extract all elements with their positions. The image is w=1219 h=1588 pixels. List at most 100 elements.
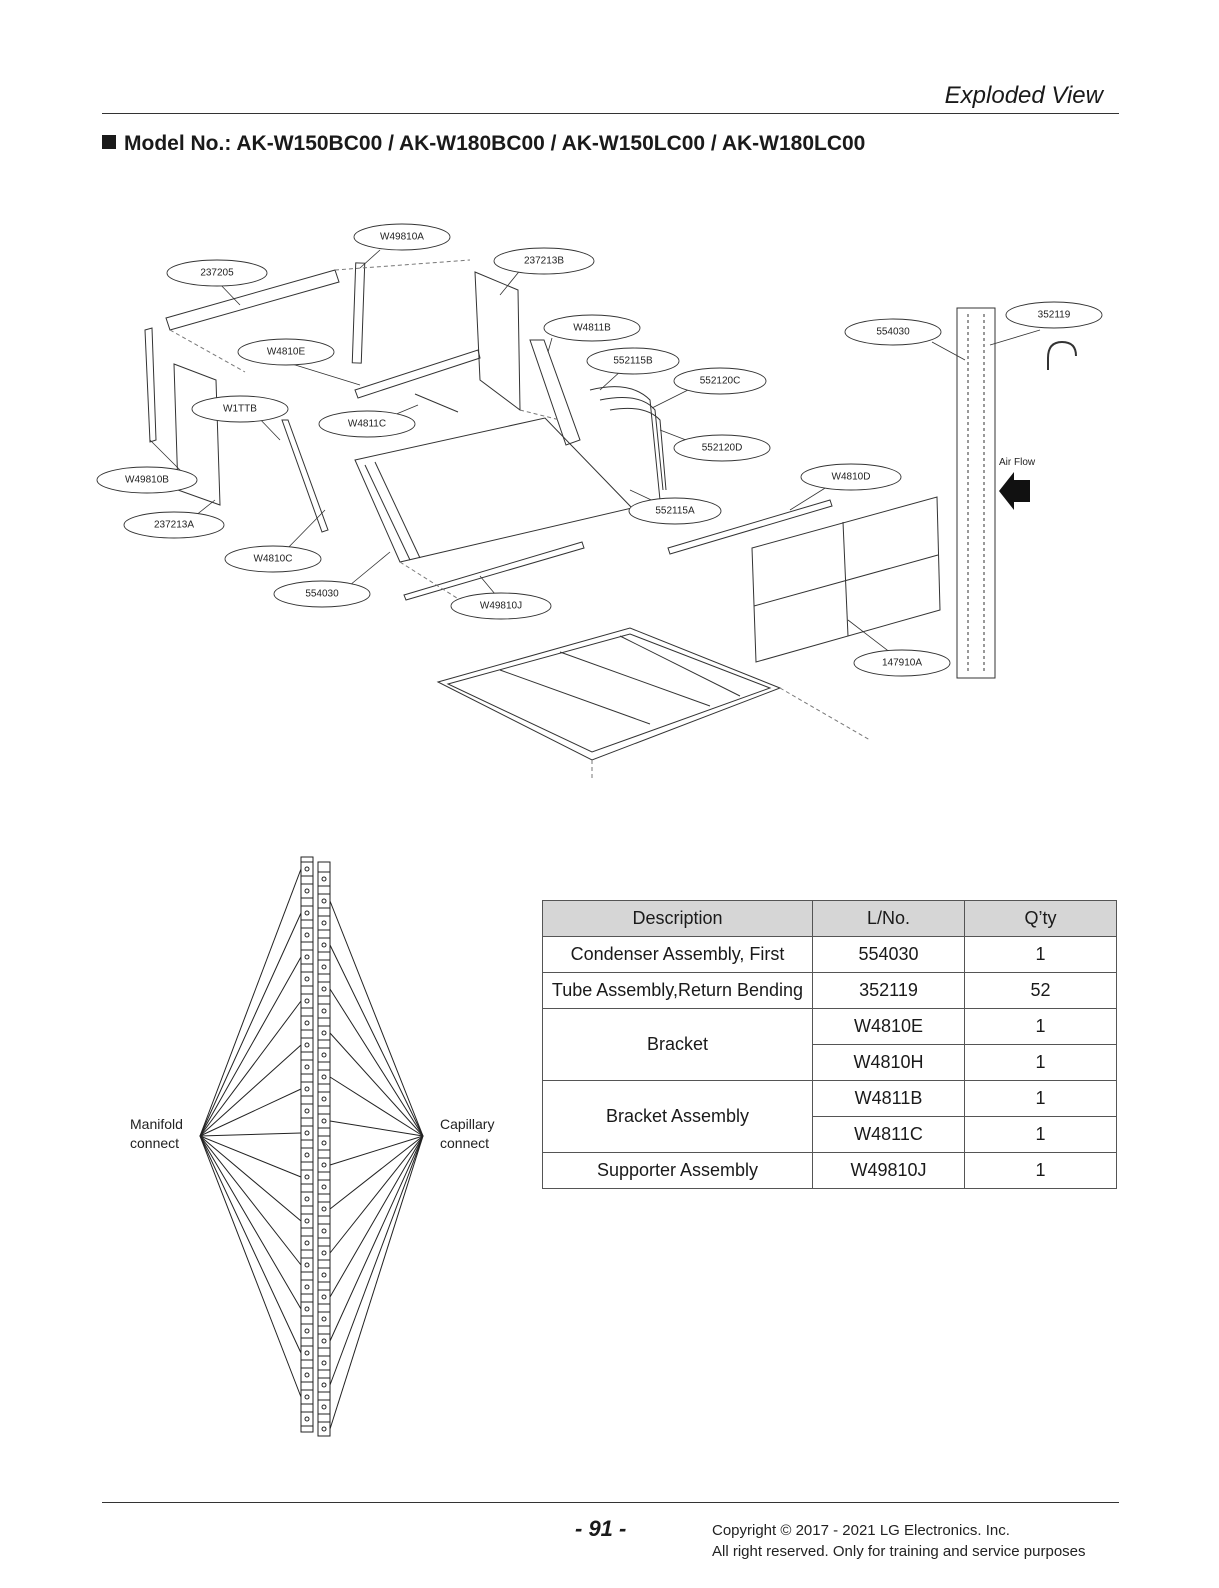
side-panel-237213a [173, 363, 221, 506]
callout-label: W4810C [254, 554, 293, 565]
callout-bubble [450, 592, 552, 620]
supporter-w49810j [403, 541, 585, 601]
model-numbers: Model No.: AK-W150BC00 / AK-W180BC00 / A… [124, 132, 866, 155]
callout-bubble [800, 463, 902, 491]
callout-bubble [844, 318, 942, 346]
section-title: Exploded View [944, 82, 1103, 109]
manifold-connect-label: Manifold connect [130, 1116, 183, 1151]
side-panel-237213b [474, 271, 521, 412]
callout-bubble [191, 395, 289, 423]
table-cell: Tube Assembly,Return Bending [542, 972, 813, 1009]
post-w49810b [144, 327, 157, 443]
copyright-line: Copyright © 2017 - 2021 LG Electronics. … [712, 1522, 1010, 1539]
callout-label: 237213A [154, 520, 194, 531]
callout-label: 554030 [305, 589, 339, 600]
callout-label: W49810J [480, 601, 522, 612]
callout-bubble [96, 466, 198, 494]
table-cell: 52 [964, 972, 1117, 1009]
return-bend-352119 [1047, 340, 1077, 370]
page-number: - 91 - [575, 1516, 627, 1541]
callout-label: 554030 [876, 327, 910, 338]
tube-assembly [589, 386, 667, 501]
callout-label: 552115A [655, 506, 695, 517]
callout-label: W49810A [380, 232, 424, 243]
table-cell: W4811B [812, 1080, 965, 1117]
exploded-view-diagram: Air Flow [96, 223, 1103, 780]
callout-label: 552115B [613, 356, 653, 367]
callout-label: W49810B [125, 475, 169, 486]
callout-label: 237213B [524, 256, 564, 267]
callout-bubble [673, 367, 767, 395]
callout-bubble [673, 434, 771, 462]
callout-label: 552120D [702, 443, 743, 454]
table-cell: 1 [964, 1152, 1117, 1189]
callout-label: W4811C [348, 419, 386, 430]
table-cell: 1 [964, 1080, 1117, 1117]
column-header: L/No. [812, 900, 965, 937]
bracket-w4811b [529, 339, 581, 446]
table-cell: W4810H [812, 1044, 965, 1081]
post-w49810a [351, 262, 366, 364]
callout-bubble [628, 497, 722, 525]
air-flow-arrow-icon [999, 472, 1030, 510]
table-cell: W4811C [812, 1116, 965, 1153]
callout-label: W1TTB [223, 404, 257, 415]
base-pan [436, 627, 782, 761]
table-cell: Supporter Assembly [542, 1152, 813, 1189]
square-bullet-icon [102, 135, 116, 149]
copyright: Copyright © 2017 - 2021 LG Electronics. … [712, 1520, 1086, 1562]
callout-bubble [166, 259, 268, 287]
callout-bubble [273, 580, 371, 608]
bracket-w4810d [667, 499, 833, 555]
callout-bubble [353, 223, 451, 251]
table-cell: 1 [964, 1116, 1117, 1153]
callout-bubble [543, 314, 641, 342]
callout-bubble [1005, 301, 1103, 329]
table-row: W4811C 1 [543, 1116, 1117, 1153]
condenser-coil-554030 [354, 417, 633, 563]
copyright-line: All right reserved. Only for training an… [712, 1543, 1086, 1560]
bracket-w4810e [354, 349, 481, 399]
column-header: Q’ty [964, 900, 1117, 937]
schematic-lines [199, 856, 424, 1437]
table-cell: 1 [964, 1008, 1117, 1045]
table-row: Supporter Assembly W49810J 1 [542, 1152, 1117, 1189]
callout-bubble [123, 511, 225, 539]
table-cell: Bracket [542, 1008, 813, 1081]
table-row: Tube Assembly,Return Bending 352119 52 [542, 972, 1117, 1009]
callout-label: W4810E [267, 347, 306, 358]
callout-bubble [237, 338, 335, 366]
callout-label: W4811B [573, 323, 611, 334]
callout-label: 352119 [1038, 310, 1071, 321]
table-cell: 1 [964, 936, 1117, 973]
callout-bubble [853, 649, 951, 677]
rear-panel-147910a [751, 496, 941, 663]
callout-bubble [586, 347, 680, 375]
table-row: W4810H 1 [543, 1044, 1117, 1081]
callout-label: 147910A [882, 658, 922, 669]
table-cell: Condenser Assembly, First [542, 936, 813, 973]
bracket-w4810c [281, 419, 329, 533]
table-cell: 1 [964, 1044, 1117, 1081]
header-rule [102, 113, 1119, 114]
bracket-w4811c [414, 393, 459, 413]
table-cell: W49810J [812, 1152, 965, 1189]
capillary-connect-label: Capillary connect [440, 1116, 495, 1151]
table-row: Bracket W4810E 1 [542, 1008, 1117, 1081]
callout-label: W4810D [832, 472, 871, 483]
table-cell: 554030 [812, 936, 965, 973]
table-cell: Bracket Assembly [542, 1080, 813, 1153]
callout-label: 552120C [700, 376, 741, 387]
table-cell: 352119 [812, 972, 965, 1009]
top-rail-237205 [165, 269, 340, 331]
callout-label: 237205 [200, 268, 234, 279]
model-heading: Model No.: AK-W150BC00 / AK-W180BC00 / A… [102, 132, 865, 156]
side-coil-554030 [956, 307, 996, 679]
callout-bubble [318, 410, 416, 438]
footer-rule [102, 1502, 1119, 1503]
table-row: Bracket Assembly W4811B 1 [542, 1080, 1117, 1153]
table-header-row: Description L/No. Q’ty [542, 900, 1117, 937]
parts-table: Description L/No. Q’ty Condenser Assembl… [542, 900, 1117, 1189]
air-flow-label: Air Flow [999, 457, 1036, 468]
callout-bubble [493, 247, 595, 275]
